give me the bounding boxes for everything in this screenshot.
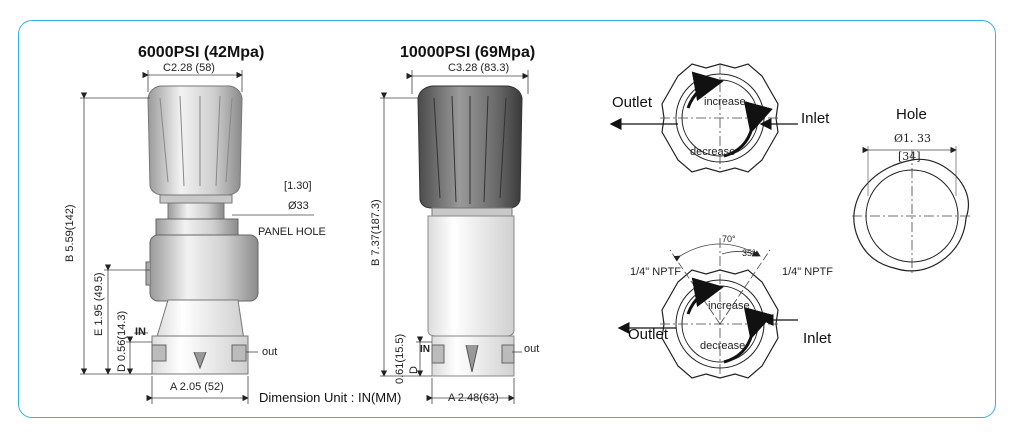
middle-in-label: IN	[420, 344, 430, 355]
middle-dim-c: C3.28 (83.3)	[448, 62, 510, 74]
top-knob-increase: increase	[704, 96, 746, 108]
diagram-frame	[18, 20, 996, 418]
top-knob-outlet: Outlet	[612, 94, 653, 111]
bottom-knob-outlet: Outlet	[628, 326, 669, 343]
top-knob-drawing	[609, 63, 798, 173]
left-dim-a: A 2.05 (52)	[170, 381, 224, 393]
bottom-knob-port-right: 1/4" NPTF	[782, 266, 833, 278]
hole-title: Hole	[896, 106, 927, 123]
bottom-knob-drawing	[617, 238, 798, 379]
left-dim-c: C2.28 (58)	[163, 62, 215, 74]
middle-dimension-lines	[380, 70, 529, 404]
panel-hole-mm: Ø33	[288, 200, 309, 212]
panel-hole-label: PANEL HOLE	[258, 226, 326, 238]
left-dim-d: D 0.56(14.3)	[116, 310, 128, 372]
middle-dim-d: 0.61(15.5)	[394, 333, 406, 384]
left-out-label: out	[262, 346, 278, 358]
left-in-label: IN	[135, 326, 146, 338]
top-knob-decrease: decrease	[690, 146, 736, 158]
middle-dim-d-letter: D	[408, 366, 420, 374]
panel-hole-inch: [1.30]	[284, 180, 312, 192]
bottom-knob-angle-half: 35°	[742, 248, 756, 258]
bottom-knob-port-left: 1/4" NPTF	[630, 266, 681, 278]
left-regulator-drawing	[145, 85, 259, 375]
left-model-title: 6000PSI (42Mpa)	[138, 44, 265, 61]
bottom-knob-angle-total: 70°	[722, 234, 736, 244]
middle-dim-a: A 2.48(63)	[448, 392, 499, 404]
dimension-unit: Dimension Unit : IN(MM)	[259, 390, 402, 405]
left-dim-b: B 5.59(142)	[64, 204, 76, 262]
bottom-knob-decrease: decrease	[700, 340, 746, 352]
middle-dim-b: B 7.37(187.3)	[370, 199, 382, 266]
top-knob-inlet: Inlet	[801, 110, 830, 127]
middle-model-title: 10000PSI (69Mpa)	[400, 44, 536, 61]
hole-drawing	[852, 146, 972, 276]
bottom-knob-increase: increase	[708, 300, 750, 312]
middle-out-label: out	[524, 343, 540, 355]
bottom-knob-inlet: Inlet	[803, 330, 832, 347]
hole-dim-mm: [34]	[898, 150, 921, 163]
middle-regulator-drawing	[417, 85, 523, 377]
panel-hole-inch-value: 1.30	[287, 180, 309, 192]
left-dimension-lines	[80, 70, 314, 404]
hole-dim-inch: Ø1. 33	[894, 132, 932, 145]
left-dim-e: E 1.95 (49.5)	[93, 272, 105, 336]
